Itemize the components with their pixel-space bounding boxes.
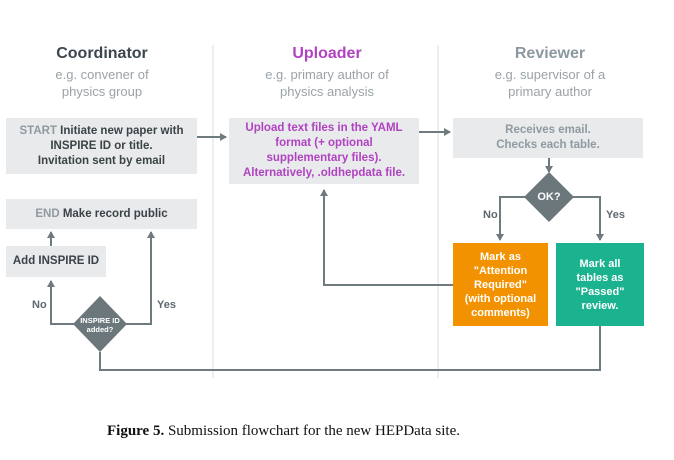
inspire-no-label: No bbox=[32, 299, 47, 311]
arrow-ok-yes bbox=[572, 196, 604, 241]
arrow-attention-upload bbox=[320, 189, 453, 286]
inspire-decision-diamond bbox=[73, 296, 127, 352]
reviewer-title: Reviewer bbox=[514, 45, 586, 62]
arrow-inspire-no bbox=[47, 280, 77, 325]
end-box: END Make record public bbox=[6, 199, 197, 229]
caption-label: Figure 5. bbox=[107, 423, 165, 439]
receive-box: Receives email.Checks each table. bbox=[453, 118, 643, 158]
ok-decision-diamond bbox=[524, 172, 574, 222]
add-inspire-box: Add INSPIRE ID bbox=[6, 246, 106, 277]
uploader-title: Uploader bbox=[292, 45, 362, 62]
ok-decision-label: OK? bbox=[537, 191, 561, 203]
ok-yes-label: Yes bbox=[606, 209, 625, 221]
arrow-inspire-yes bbox=[123, 231, 155, 325]
inspire-yes-label: Yes bbox=[157, 299, 176, 311]
caption-text: Submission flowchart for the new HEPData… bbox=[167, 423, 460, 439]
arrow-ok-no bbox=[496, 196, 526, 241]
figure-caption: Figure 5. Submission flowchart for the n… bbox=[107, 423, 460, 440]
ok-no-label: No bbox=[483, 209, 498, 221]
arrow-passed-loop bbox=[99, 326, 601, 371]
coordinator-title: Coordinator bbox=[56, 45, 148, 62]
